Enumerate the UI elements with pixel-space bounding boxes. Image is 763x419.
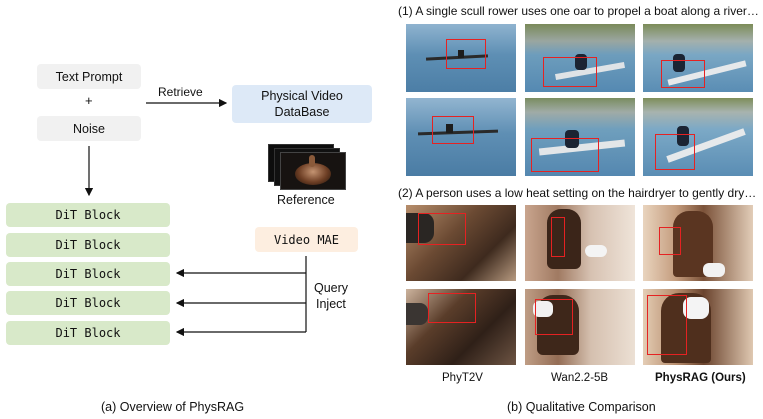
rowing-wan-frame-1 xyxy=(525,24,635,92)
hair-wan-frame-1 xyxy=(525,205,635,281)
dit-block-label: DiT Block xyxy=(55,208,121,222)
column-label-phyt2v: PhyT2V xyxy=(442,372,483,384)
dit-block-4: DiT Block xyxy=(6,291,170,315)
hair-phyt2v-frame-1 xyxy=(406,205,516,281)
dit-block-label: DiT Block xyxy=(55,326,121,340)
database-box: Physical Video DataBase xyxy=(232,85,372,123)
video-mae-box: Video MAE xyxy=(255,227,358,252)
prompt-1: (1) A single scull rower uses one oar to… xyxy=(398,4,759,18)
hair-ours-frame-1 xyxy=(643,205,753,281)
reference-frames xyxy=(268,144,348,190)
query-label: Query xyxy=(314,281,349,295)
rowing-wan-frame-2 xyxy=(525,98,635,176)
retrieve-label: Retrieve xyxy=(158,85,203,99)
noise-label: Noise xyxy=(73,121,105,136)
inject-label: Inject xyxy=(316,297,346,311)
dit-block-3: DiT Block xyxy=(6,262,170,286)
dit-block-5: DiT Block xyxy=(6,321,170,345)
text-prompt-label: Text Prompt xyxy=(55,69,123,84)
text-prompt-box: Text Prompt xyxy=(37,64,141,89)
rowing-phyt2v-frame-1 xyxy=(406,24,516,92)
hair-phyt2v-frame-2 xyxy=(406,289,516,365)
dit-block-label: DiT Block xyxy=(55,296,121,310)
dit-block-label: DiT Block xyxy=(55,267,121,281)
left-caption: (a) Overview of PhysRAG xyxy=(101,400,245,414)
hair-ours-frame-2 xyxy=(643,289,753,365)
video-mae-label: Video MAE xyxy=(273,232,340,247)
column-label-wan: Wan2.2-5B xyxy=(551,372,609,384)
dit-block-1: DiT Block xyxy=(6,203,170,227)
database-label-line2: DataBase xyxy=(274,105,330,119)
rowing-ours-frame-2 xyxy=(643,98,753,176)
noise-box: Noise xyxy=(37,116,141,141)
dit-block-2: DiT Block xyxy=(6,233,170,257)
reference-label: Reference xyxy=(277,193,335,207)
prompt-2: (2) A person uses a low heat setting on … xyxy=(398,186,757,200)
rowing-ours-frame-1 xyxy=(643,24,753,92)
database-label-line1: Physical Video xyxy=(261,89,343,103)
rowing-phyt2v-frame-2 xyxy=(406,98,516,176)
plus-sign: + xyxy=(85,93,93,108)
hair-wan-frame-2 xyxy=(525,289,635,365)
dit-block-label: DiT Block xyxy=(55,238,121,252)
right-caption: (b) Qualitative Comparison xyxy=(507,400,656,414)
column-label-physrag: PhysRAG (Ours) xyxy=(655,372,746,384)
